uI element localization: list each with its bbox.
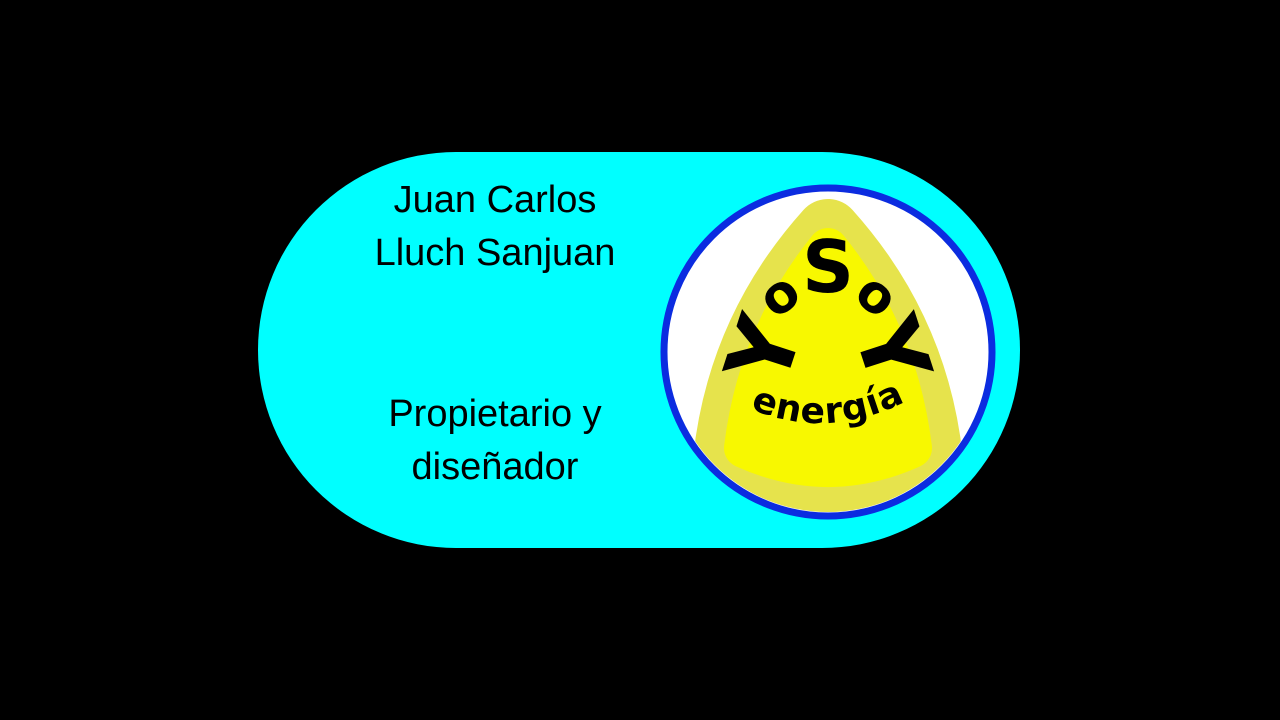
owner-name: Juan Carlos Lluch Sanjuan bbox=[300, 174, 690, 280]
owner-name-line1: Juan Carlos bbox=[393, 179, 597, 221]
owner-name-line2: Lluch Sanjuan bbox=[374, 232, 616, 274]
business-card: Juan Carlos Lluch Sanjuan Propietario y … bbox=[258, 152, 1020, 548]
owner-role: Propietario y diseñador bbox=[300, 388, 690, 494]
yosoy-energia-logo: S o o Y Y energía bbox=[660, 184, 996, 520]
logo-letter-s: S bbox=[802, 225, 854, 309]
logo-svg: S o o Y Y energía bbox=[660, 184, 996, 520]
owner-role-line1: Propietario y bbox=[388, 393, 602, 435]
owner-role-line2: diseñador bbox=[411, 446, 579, 488]
logo-triangle-inner bbox=[724, 228, 932, 487]
